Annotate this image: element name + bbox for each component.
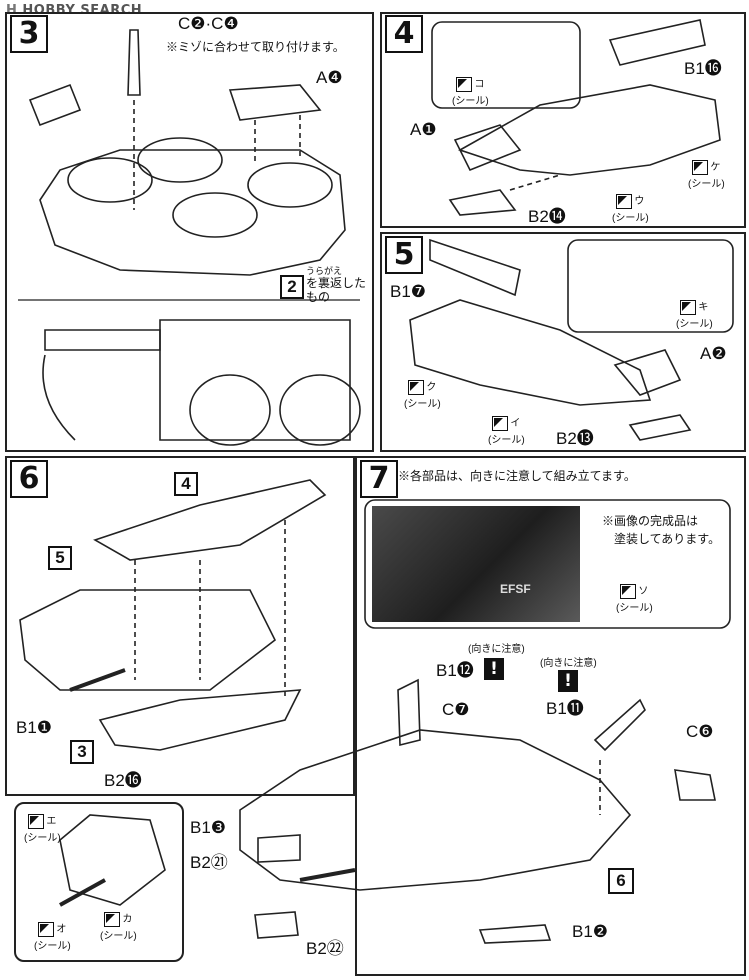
- step3-lower-barrel: [44, 329, 161, 351]
- step5-part-b213: [628, 414, 692, 441]
- step4-number: 4: [385, 15, 423, 53]
- step4-panel: [380, 12, 746, 228]
- step3-thruster-3: [67, 157, 153, 203]
- step6-part-5: [19, 589, 277, 691]
- step7-part-b12-label: B1❷: [572, 922, 609, 941]
- step3-lower-body: [159, 319, 351, 441]
- step5-seal-ku: ク(シール): [404, 378, 441, 410]
- step7-warning-1: !: [484, 658, 504, 680]
- step3-side-part: [28, 83, 82, 127]
- step3-note: ※ミゾに合わせて取り付けます。: [166, 40, 345, 54]
- step7-number: 7: [360, 460, 398, 498]
- step6-part-5-label: 5: [48, 546, 72, 570]
- step5-part-a2-label: A❷: [700, 344, 727, 363]
- step7-note: ※各部品は、向きに注意して組み立てます。: [398, 469, 636, 483]
- step7-part-b222-label: B2㉒: [306, 939, 344, 958]
- step4-part-a1: [453, 124, 522, 172]
- step5-number: 5: [385, 236, 423, 274]
- step7-part-c6-label: C❻: [686, 722, 714, 741]
- step3-part-c: C❷·C❹: [178, 14, 239, 33]
- step5-seal-i: イ(シール): [488, 414, 525, 446]
- detail-seal-e: エ(シール): [24, 812, 61, 844]
- step6-part-3-label: 3: [70, 740, 94, 764]
- step5-part-a2: [613, 349, 682, 396]
- step4-body: [458, 84, 721, 176]
- step3-thruster-1: [137, 137, 223, 183]
- step7-photo-frame: [364, 499, 731, 629]
- step7-photo-note2: 塗装してあります。: [614, 532, 721, 546]
- step7-caution-1: (向きに注意): [468, 644, 525, 655]
- step3-cannon: [127, 29, 141, 96]
- step7-caution-2: (向きに注意): [540, 658, 597, 669]
- step7-photo-note1: ※画像の完成品は: [602, 514, 699, 528]
- step7-warning-2: !: [558, 670, 578, 692]
- step4-detail-box: [431, 21, 581, 109]
- step7-part-b221: [257, 834, 301, 863]
- step4-seal-ko: コ(シール): [452, 75, 489, 107]
- step3-flip-text2: もの: [306, 290, 331, 304]
- step3-thruster-4: [172, 192, 258, 238]
- step3-flip-ruby: うらがえ: [306, 266, 343, 276]
- step4-seal-u: ウ(シール): [612, 192, 649, 224]
- step3-thruster-2: [247, 162, 333, 208]
- step6-part-4: [93, 479, 327, 561]
- detail-seal-ka: カ(シール): [100, 910, 137, 942]
- step5-detail-box: [567, 239, 734, 333]
- step7-part-b13-label: B1❸: [190, 818, 227, 837]
- step7-part-b111-label: B1⓫: [546, 699, 584, 718]
- step3-part-a4-label: A❹: [316, 68, 343, 87]
- step4-seal-ke: ケ(シール): [688, 158, 725, 190]
- step7-part-b111: [593, 698, 646, 752]
- step5-body: [409, 299, 652, 406]
- detail-seal-o: オ(シール): [34, 920, 71, 952]
- step3-rotate-arrow: [42, 354, 76, 441]
- step5-panel: [380, 232, 746, 452]
- watermark-logo: H: [6, 3, 18, 18]
- step7-part-b12: [478, 924, 552, 944]
- step7-body: [239, 729, 632, 891]
- step6-part-b216-label: B2⓰: [104, 771, 142, 790]
- step6-part-b216: [98, 689, 302, 751]
- step7-part-b112-label: B1⓬: [436, 661, 474, 680]
- step6-part-4-label: 4: [174, 472, 198, 496]
- step4-part-b214-label: B2⓮: [528, 207, 566, 226]
- step3-flip-box: 2: [280, 275, 304, 299]
- step3-part-a4: [228, 84, 322, 121]
- step5-part-b213-label: B2⓭: [556, 429, 594, 448]
- step4-part-b214: [448, 189, 517, 216]
- step4-part-b16-label: B1⓰: [684, 59, 722, 78]
- step6-number: 6: [10, 460, 48, 498]
- step6-part-b11-label: B1❶: [16, 718, 53, 737]
- step7-photo: [372, 506, 580, 622]
- step7-part-b222: [254, 911, 299, 939]
- step5-seal-ki: キ(シール): [676, 298, 713, 330]
- step3-flip-text: を裏返した: [306, 276, 367, 290]
- step7-part-c6: [674, 769, 716, 801]
- step7-part-c7-label: C❼: [442, 700, 470, 719]
- step7-photo-text: EFSF: [500, 582, 531, 596]
- step6-panel: [5, 456, 355, 796]
- step3-chassis: [39, 149, 346, 276]
- step7-part-b112: [397, 678, 421, 747]
- step5-part-b17: [429, 238, 521, 297]
- step7-part-b221-label: B2㉑: [190, 853, 228, 872]
- step7-seal-so: ソ(シール): [616, 582, 653, 614]
- detail-body: [59, 814, 166, 906]
- step3-number: 3: [10, 15, 48, 53]
- step4-part-b16: [608, 19, 706, 66]
- step4-part-a1-label: A❶: [410, 120, 437, 139]
- step5-part-b17-label: B1❼: [390, 282, 427, 301]
- step7-part-6-label: 6: [608, 868, 634, 894]
